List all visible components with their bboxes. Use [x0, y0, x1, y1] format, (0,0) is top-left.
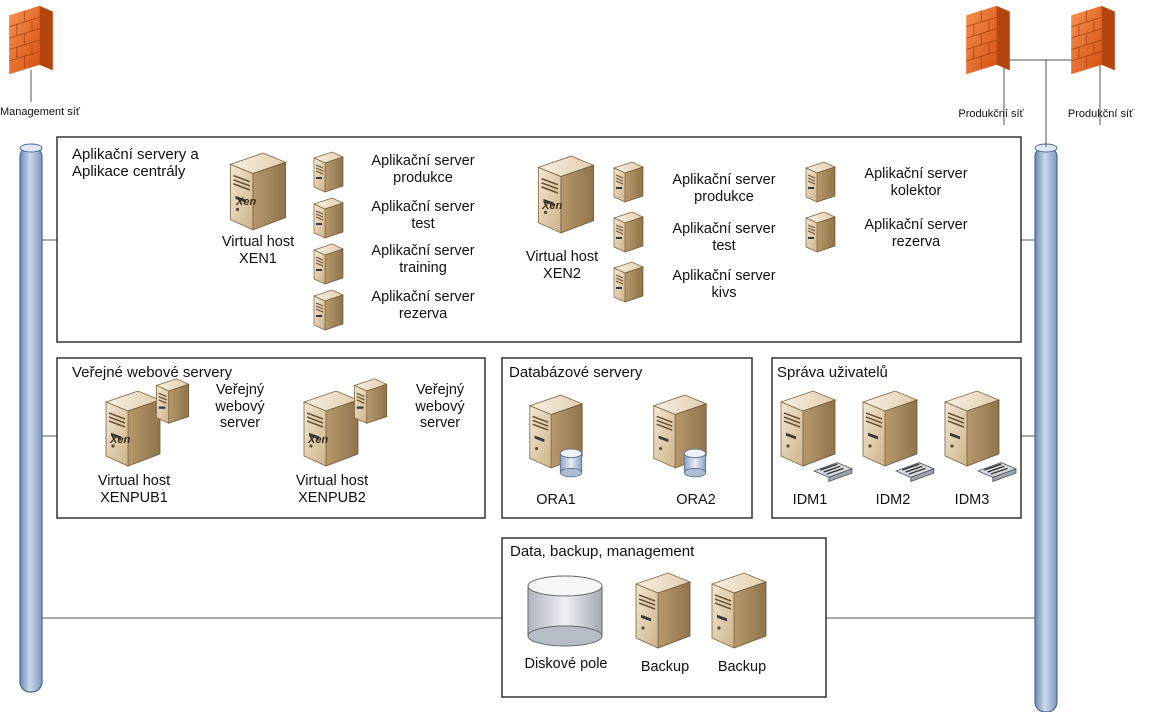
xen1-vm-rezerva-icon: [313, 289, 344, 331]
xenpub1-vm-icon: [155, 378, 190, 424]
vm-kolektor-label: Aplikační server kolektor: [864, 166, 968, 199]
xen1-vm-test-icon: [313, 197, 344, 239]
xen2-vm-test-icon: [613, 211, 644, 253]
idm2-card-icon: [895, 461, 935, 482]
management-network-pipe: [19, 143, 43, 693]
backup2-label: Backup: [717, 659, 767, 675]
xen1-vm-label-3: Aplikační server training: [371, 243, 475, 276]
xenpub1-host-server-icon: [105, 390, 161, 467]
xen2-vm-label-2: Aplikační server test: [672, 221, 776, 254]
backup1-label: Backup: [640, 659, 690, 675]
ora2-database-icon: [683, 448, 707, 478]
xen2-host-server-icon: [537, 155, 595, 234]
disk-array-label: Diskové pole: [524, 656, 608, 672]
ora1-label: ORA1: [536, 492, 576, 508]
backup1-server-icon: [635, 572, 691, 649]
production-network-label-2: Produkční síť: [1067, 108, 1134, 120]
production-network-label-1: Produkční síť: [958, 108, 1024, 120]
web-servers-title: Veřejné webové servery: [72, 364, 233, 381]
xenpub2-logo: Xen: [308, 434, 329, 446]
management-network-label: Management síť: [0, 106, 80, 118]
user-mgmt-title: Správa uživatelů: [777, 364, 888, 381]
xen2-vm-label-3: Aplikační server kivs: [672, 268, 776, 301]
db-servers-box: [501, 357, 753, 519]
xenpub1-vm-label: Veřejný webový server: [215, 382, 265, 432]
xen1-host-label: Virtual host XEN1: [221, 234, 295, 267]
idm1-label: IDM1: [792, 492, 828, 508]
production-firewall-1-icon: [965, 5, 1011, 75]
xenpub1-host-label: Virtual host XENPUB1: [97, 473, 171, 506]
xen2-logo: Xen: [542, 200, 563, 212]
data-backup-box: [501, 537, 827, 698]
connector-lines: [30, 59, 1101, 619]
idm2-label: IDM2: [875, 492, 911, 508]
idm3-card-icon: [977, 461, 1017, 482]
xen1-vm-training-icon: [313, 243, 344, 285]
xen1-host-server-icon: [229, 152, 287, 231]
idm3-label: IDM3: [954, 492, 990, 508]
xenpub2-host-label: Virtual host XENPUB2: [295, 473, 369, 506]
user-mgmt-box: [771, 357, 1022, 519]
xenpub2-host-server-icon: [303, 390, 359, 467]
xenpub1-logo: Xen: [110, 434, 131, 446]
idm2-server-icon: [862, 390, 918, 467]
xen1-vm-label-1: Aplikační server produkce: [371, 153, 475, 186]
xen1-vm-label-2: Aplikační server test: [371, 199, 475, 232]
vm-rezerva-icon: [805, 211, 836, 253]
idm1-card-icon: [813, 461, 853, 482]
ora2-label: ORA2: [676, 492, 716, 508]
production-firewall-2-icon: [1070, 5, 1116, 75]
xen2-vm-kivs-icon: [613, 261, 644, 303]
xen2-vm-label-1: Aplikační server produkce: [672, 172, 776, 205]
db-servers-title: Databázové servery: [509, 364, 643, 381]
app-servers-title: Aplikační servery a Aplikace centrály: [72, 146, 199, 181]
disk-array-icon: [527, 575, 603, 647]
xen2-vm-produkce-icon: [613, 161, 644, 203]
production-network-pipe: [1034, 143, 1058, 712]
xenpub2-vm-label: Veřejný webový server: [415, 382, 465, 432]
idm1-server-icon: [780, 390, 836, 467]
app-servers-box: [56, 136, 1022, 343]
xen2-host-label: Virtual host XEN2: [525, 249, 599, 282]
xen1-logo: Xen: [236, 196, 257, 208]
idm3-server-icon: [944, 390, 1000, 467]
backup2-server-icon: [711, 572, 767, 649]
vm-rezerva-label: Aplikační server rezerva: [864, 217, 968, 250]
web-servers-box: [56, 357, 486, 519]
xenpub2-vm-icon: [353, 378, 388, 424]
xen1-vm-label-4: Aplikační server rezerva: [371, 289, 475, 322]
xen1-vm-produkce-icon: [313, 151, 344, 193]
vm-kolektor-icon: [805, 161, 836, 203]
data-backup-title: Data, backup, management: [510, 543, 695, 560]
ora1-database-icon: [559, 448, 583, 478]
management-firewall-icon: [8, 5, 54, 75]
